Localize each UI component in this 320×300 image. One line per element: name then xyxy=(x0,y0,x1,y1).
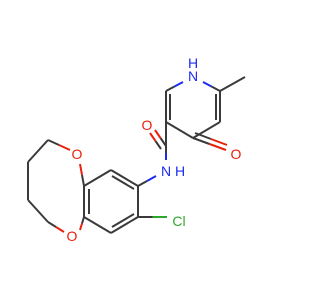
bond-segment-24 xyxy=(110,169,139,187)
bond-segment-11 xyxy=(192,137,210,145)
bond-segment-9 xyxy=(192,121,221,139)
bonds xyxy=(27,76,246,234)
bond-segment-0 xyxy=(174,81,184,88)
bond-segment-12 xyxy=(209,143,227,151)
bond-segment-37 xyxy=(58,144,71,151)
bond-segment-39 xyxy=(27,139,49,163)
ring-oxygen-top-label: O xyxy=(72,146,83,162)
bond-segment-42 xyxy=(47,221,57,228)
bond-segment-16 xyxy=(159,137,167,147)
bond-segment-1 xyxy=(165,85,175,92)
chlorine-label: Cl xyxy=(172,213,185,229)
amide-h-label: H xyxy=(175,163,185,179)
bond-segment-23 xyxy=(137,180,148,187)
bond-segment-44 xyxy=(79,223,83,231)
bond-segment-35 xyxy=(81,174,85,187)
bond-segment-41 xyxy=(27,199,49,223)
bond-segment-17 xyxy=(154,129,162,139)
bond-segment-38 xyxy=(47,139,60,146)
bond-segment-45 xyxy=(81,216,85,224)
bond-segment-18 xyxy=(154,140,162,150)
bond-segment-19 xyxy=(149,132,157,142)
bond-segment-22 xyxy=(146,175,157,182)
bond-segment-25 xyxy=(111,175,135,190)
bond-segment-26 xyxy=(83,169,112,187)
carbonyl-oxygen-label: O xyxy=(142,117,153,133)
atom-labels: H N O N H O O O Cl xyxy=(67,55,242,244)
bond-segment-4 xyxy=(202,81,212,88)
amide-n-label: N xyxy=(161,163,171,179)
bond-segment-6 xyxy=(219,76,246,92)
bond-segment-14 xyxy=(210,138,228,146)
bond-segment-31 xyxy=(111,213,135,228)
bond-segment-5 xyxy=(211,85,221,92)
bond-segment-36 xyxy=(79,163,83,176)
molecule-structure: H N O N H O O O Cl xyxy=(27,55,246,244)
keto-oxygen-label: O xyxy=(231,146,242,162)
bond-segment-43 xyxy=(55,226,65,233)
bond-segment-29 xyxy=(83,216,112,234)
bond-segment-13 xyxy=(194,132,212,140)
bond-segment-10 xyxy=(165,121,194,139)
ring-oxygen-bottom-label: O xyxy=(67,228,78,244)
bond-segment-30 xyxy=(110,216,139,234)
nh-ring-n-label: N xyxy=(188,68,198,84)
nh-ring-h-label: H xyxy=(188,55,198,71)
